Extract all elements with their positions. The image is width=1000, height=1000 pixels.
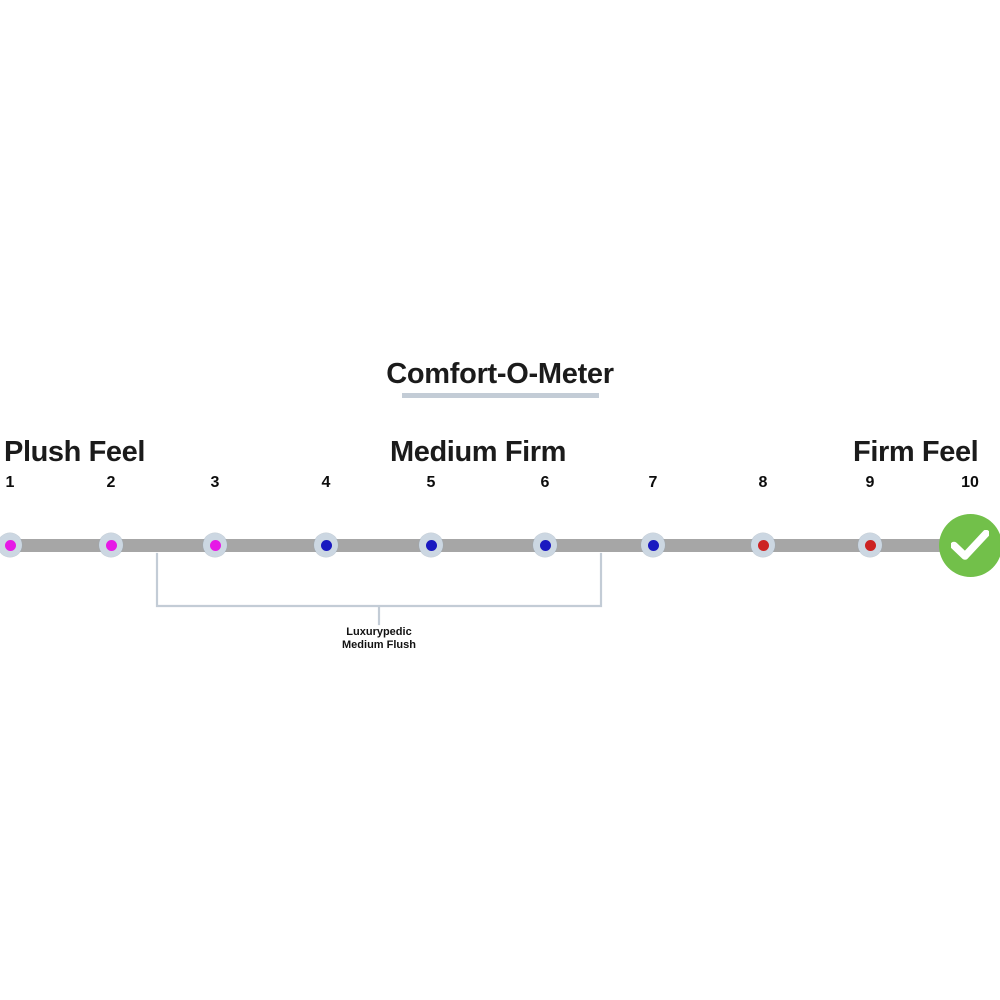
- scale-tick-3: 3: [210, 474, 220, 491]
- scale-dot-4[interactable]: [314, 533, 338, 557]
- check-icon: [951, 530, 989, 560]
- title-underline: [401, 393, 599, 398]
- callout-label: Luxurypedic Medium Flush: [342, 626, 416, 652]
- scale-dot-3[interactable]: [203, 533, 227, 557]
- zone-label-medium: Medium Firm: [390, 436, 567, 468]
- selected-check-marker[interactable]: [938, 513, 1000, 577]
- zone-label-firm: Firm Feel: [853, 436, 979, 468]
- scale-tick-8: 8: [758, 474, 768, 491]
- scale-tick-4: 4: [321, 474, 331, 491]
- scale-tick-5: 5: [426, 474, 436, 491]
- scale-dot-5[interactable]: [419, 533, 443, 557]
- scale-tick-9: 9: [865, 474, 875, 491]
- scale-tick-1: 1: [5, 474, 15, 491]
- callout-line-1: Luxurypedic: [346, 626, 412, 638]
- scale-tick-7: 7: [648, 474, 658, 491]
- scale-dot-core: [864, 539, 876, 551]
- scale-dot-core: [105, 539, 117, 551]
- scale-dot-1[interactable]: [0, 533, 22, 557]
- scale-track: [0, 539, 942, 552]
- scale-dot-core: [757, 539, 769, 551]
- scale-tick-2: 2: [106, 474, 116, 491]
- scale-tick-10: 10: [961, 474, 979, 491]
- scale-dot-6[interactable]: [533, 533, 557, 557]
- title-block: Comfort-O-Meter: [0, 358, 1000, 398]
- scale-dot-core: [539, 539, 551, 551]
- scale-dot-core: [425, 539, 437, 551]
- scale-tick-6: 6: [540, 474, 550, 491]
- page-title: Comfort-O-Meter: [386, 358, 614, 390]
- scale-dot-8[interactable]: [751, 533, 775, 557]
- scale-dot-core: [320, 539, 332, 551]
- scale-dot-core: [647, 539, 659, 551]
- callout-line-2: Medium Flush: [342, 639, 416, 651]
- scale-dot-7[interactable]: [641, 533, 665, 557]
- scale-dot-core: [209, 539, 221, 551]
- scale-dot-9[interactable]: [858, 533, 882, 557]
- scale-dot-core: [4, 539, 16, 551]
- scale-dot-2[interactable]: [99, 533, 123, 557]
- zone-label-plush: Plush Feel: [4, 436, 146, 468]
